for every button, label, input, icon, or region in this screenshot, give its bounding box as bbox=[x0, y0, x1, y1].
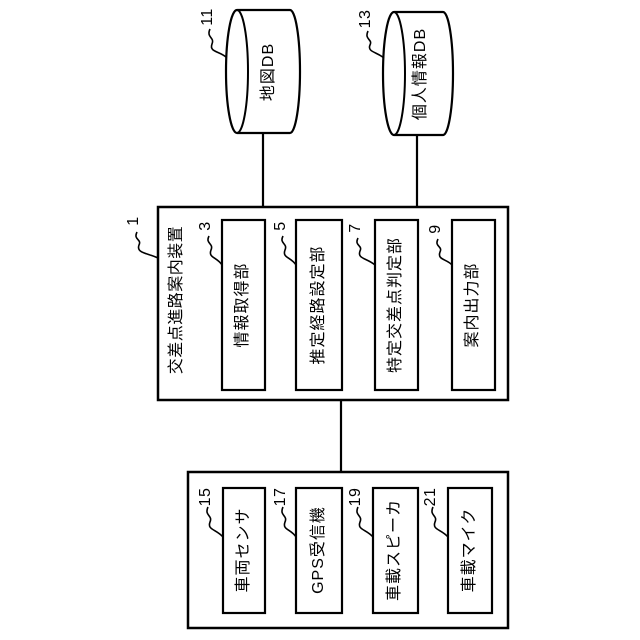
ref-numeral-9: 9 bbox=[427, 224, 444, 234]
ref-numeral-17: 17 bbox=[272, 487, 289, 507]
block-gps-receiver bbox=[294, 486, 344, 615]
map-db-cylinder-face bbox=[236, 9, 249, 134]
block-info-acquisition bbox=[220, 218, 267, 392]
block-vehicle-speaker-label: 車載スピーカ bbox=[386, 498, 403, 602]
leader-line-ref-5 bbox=[281, 235, 297, 266]
leader-line-ref-1 bbox=[135, 231, 159, 259]
block-route-setting bbox=[294, 218, 344, 392]
leader-line-ref-15 bbox=[206, 506, 224, 538]
leader-line-ref-9 bbox=[436, 238, 453, 266]
personal-db-cylinder bbox=[381, 10, 455, 137]
block-guidance-output bbox=[450, 218, 497, 392]
ref-numeral-21: 21 bbox=[422, 487, 439, 507]
leader-line-ref-7 bbox=[356, 237, 376, 266]
block-vehicle-sensor-label: 車両センサ bbox=[235, 507, 252, 593]
ref-numeral-13: 13 bbox=[357, 9, 374, 29]
block-intersection-determination-label: 特定交差点判定部 bbox=[387, 236, 404, 374]
personal-db-label: 個人情報DB bbox=[412, 27, 429, 121]
ref-numeral-11: 11 bbox=[199, 8, 216, 26]
ref-numeral-3: 3 bbox=[197, 221, 214, 231]
block-gps-receiver-label: GPS受信機 bbox=[310, 506, 327, 594]
ref-numeral-5: 5 bbox=[272, 221, 289, 231]
ref-numeral-7: 7 bbox=[347, 223, 364, 233]
leader-line-ref-13 bbox=[366, 30, 385, 59]
ref-numeral-1: 1 bbox=[125, 216, 142, 226]
leader-line-ref-21 bbox=[431, 506, 449, 538]
block-intersection-determination bbox=[373, 218, 420, 392]
personal-db-cylinder-face bbox=[393, 11, 406, 136]
ref-numeral-19: 19 bbox=[347, 487, 364, 507]
block-guidance-output-label: 案内出力部 bbox=[464, 262, 481, 348]
leader-line-ref-17 bbox=[281, 506, 297, 538]
block-vehicle-speaker bbox=[371, 486, 420, 615]
map-db-label: 地図DB bbox=[260, 42, 277, 102]
block-vehicle-microphone-label: 車載マイク bbox=[461, 507, 478, 593]
ref-numeral-15: 15 bbox=[197, 487, 214, 507]
map-db-cylinder bbox=[224, 8, 302, 135]
leader-line-ref-3 bbox=[207, 235, 223, 266]
block-vehicle-microphone bbox=[446, 486, 494, 615]
leader-line-ref-11 bbox=[208, 28, 227, 58]
leader-line-ref-19 bbox=[356, 506, 374, 538]
block-vehicle-sensor bbox=[221, 486, 267, 615]
main-unit-title: 交差点進路案内装置 bbox=[168, 225, 185, 375]
block-info-acquisition-label: 情報取得部 bbox=[234, 262, 251, 348]
block-route-setting-label: 推定経路設定部 bbox=[310, 245, 327, 365]
